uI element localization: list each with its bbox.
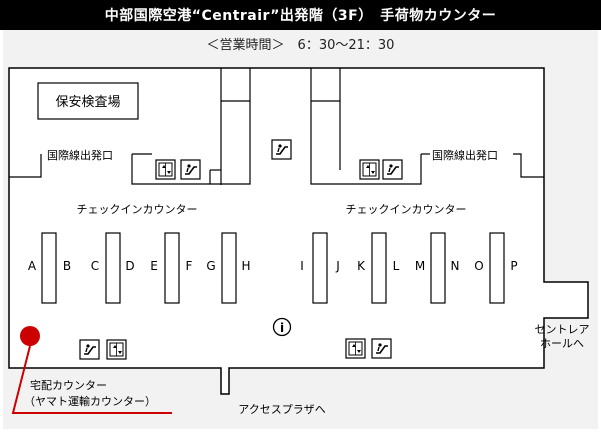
elevator-icon (106, 339, 127, 360)
counter-n: N (451, 259, 460, 273)
security-area (37, 82, 139, 120)
escalator-icon (382, 159, 403, 180)
left-gate-structure (9, 68, 251, 185)
counter-m: M (415, 259, 425, 273)
exit-left-label: 国際線出発口 (47, 148, 113, 162)
elevator-icon (155, 159, 176, 180)
counter-g: G (206, 259, 215, 273)
delivery-counter-leader-line (11, 345, 172, 414)
counter-p: P (510, 259, 517, 273)
counter-h: H (241, 259, 250, 273)
centrair-hall-label-1: セントレア (535, 323, 590, 336)
delivery-counter-label-2: （ヤマト運輸カウンター） (24, 394, 156, 408)
elevator-icon (359, 159, 380, 180)
counter-f: F (186, 259, 193, 273)
counter-j: J (335, 259, 340, 273)
delivery-counter-label-1: 宅配カウンター (30, 378, 107, 392)
counter-i: I (300, 259, 304, 273)
counter-k: K (357, 259, 366, 273)
escalator-icon (79, 339, 100, 360)
svg-text:i: i (280, 321, 284, 335)
page-title: 中部国際空港“Centrair”出発階（3F） 手荷物カウンター (0, 0, 601, 30)
escalator-icon (371, 338, 392, 359)
delivery-counter-marker (20, 326, 40, 346)
checkin-left-label: チェックインカウンター (77, 203, 198, 216)
access-plaza-label: アクセスプラザへ (238, 403, 325, 416)
counter-d: D (125, 259, 134, 273)
escalator-icon (180, 159, 201, 180)
counter-a: A (28, 259, 37, 273)
security-area-label: 保安検査場 (55, 95, 120, 110)
checkin-right-label: チェックインカウンター (346, 203, 467, 216)
centrair-hall-label-2: ホールへ (540, 337, 584, 350)
counter-b: B (63, 259, 71, 273)
counter-o: O (474, 259, 483, 273)
info-icon: i (272, 317, 292, 337)
counter-e: E (150, 259, 158, 273)
counter-l: L (393, 259, 400, 273)
escalator-icon (271, 139, 292, 160)
business-hours: ＜営業時間＞ 6：30〜21：30 (206, 38, 395, 53)
counter-islands (41, 232, 505, 304)
exit-right-label: 国際線出発口 (432, 148, 498, 162)
counter-letters: A B C D E F G H I J K L M N O P (28, 259, 518, 273)
elevator-icon (345, 338, 366, 359)
counter-c: C (91, 259, 99, 273)
right-gate-structure (310, 68, 544, 185)
floor-outline (8, 67, 589, 395)
